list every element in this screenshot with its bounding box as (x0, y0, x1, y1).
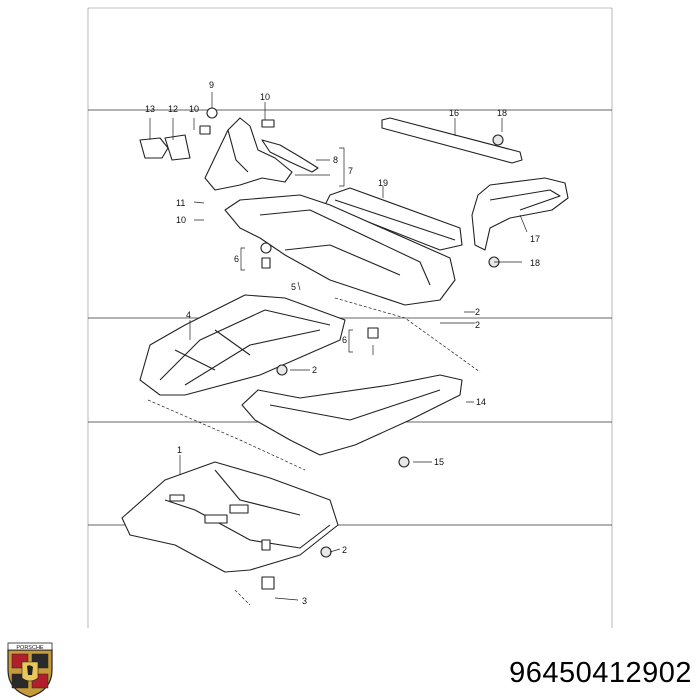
rail-strip (381, 117, 523, 164)
callout-13: 13 (145, 104, 155, 114)
callout-16: 16 (449, 108, 459, 118)
frame-part-4 (139, 294, 379, 396)
air-duct (471, 177, 569, 268)
callout-10-top-right: 10 (260, 92, 270, 102)
callout-2-right-upper: 2 (475, 307, 480, 317)
callout-10-mid: 10 (176, 215, 186, 225)
alignment-dash-3 (234, 589, 251, 606)
callout-9: 9 (209, 80, 214, 90)
brand-crest-logo: PORSCHE (7, 642, 53, 698)
callout-1: 1 (177, 445, 182, 455)
alignment-dash-1 (334, 297, 481, 373)
bracket-6-upper (240, 247, 245, 271)
callout-5: 5 (291, 282, 296, 292)
callout-17: 17 (530, 234, 540, 244)
part-number: 96450412902 (509, 657, 692, 689)
callout-4: 4 (186, 310, 191, 320)
callout-14: 14 (476, 397, 486, 407)
callout-10-top-left: 10 (189, 104, 199, 114)
side-rail-14 (241, 374, 463, 468)
callout-2-right-lower: 2 (475, 320, 480, 330)
callout-11: 11 (176, 198, 185, 208)
callout-18-top: 18 (497, 108, 507, 118)
bracket-6-lower (348, 329, 353, 353)
callout-15: 15 (434, 457, 444, 467)
alignment-dash-2 (147, 399, 306, 471)
callout-7: 7 (348, 166, 353, 176)
callout-8: 8 (333, 155, 338, 165)
crossmember-5 (224, 194, 456, 306)
callout-12: 12 (168, 104, 178, 114)
callout-2-bottom: 2 (342, 545, 347, 555)
svg-text:PORSCHE: PORSCHE (16, 645, 44, 651)
callout-6-upper: 6 (234, 254, 239, 264)
callout-6-lower: 6 (342, 335, 347, 345)
callout-18-right: 18 (530, 258, 540, 268)
bracket-7 (339, 147, 345, 187)
callout-3: 3 (302, 596, 307, 606)
callout-2-middle: 2 (312, 365, 317, 375)
bracket-assembly (139, 107, 319, 191)
callout-19: 19 (378, 178, 388, 188)
leader-lines (149, 92, 528, 601)
underbody-pan-1 (121, 461, 339, 590)
